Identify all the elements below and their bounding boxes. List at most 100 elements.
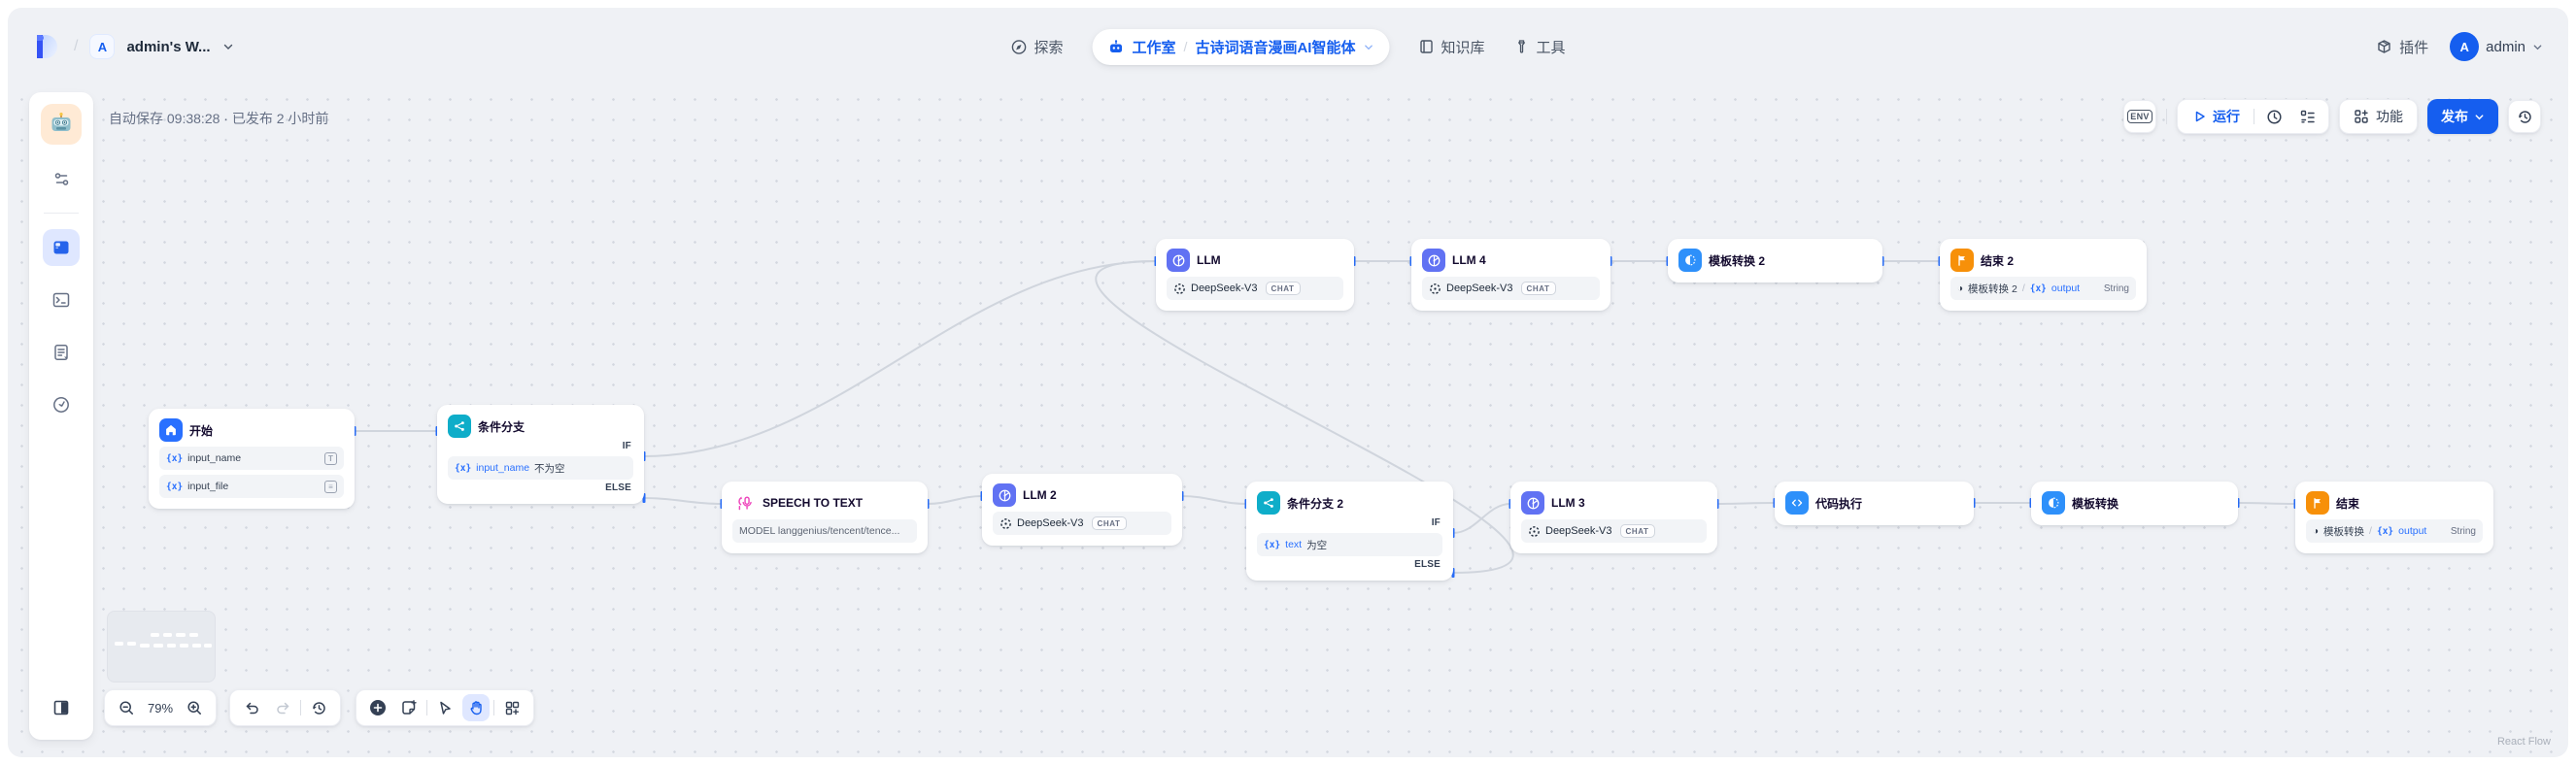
variable-icon: {x}	[2029, 283, 2047, 294]
chevron-down-icon[interactable]	[222, 41, 234, 52]
env-icon: ENV	[2127, 110, 2152, 123]
node-template2[interactable]: 模板转换 2	[1668, 239, 1882, 283]
nav-explore[interactable]: 探索	[1011, 37, 1064, 57]
sidebar-item-terminal[interactable]	[43, 282, 80, 318]
template-icon	[2042, 491, 2065, 515]
nav-studio-active[interactable]: 工作室 / 古诗词语音漫画AI智能体	[1092, 28, 1390, 65]
play-icon	[2195, 111, 2205, 122]
node-title: 模板转换	[2072, 496, 2119, 511]
workspace-avatar[interactable]: A	[89, 34, 116, 59]
zoom-in-button[interactable]	[181, 694, 208, 721]
condition-variable: input_name	[476, 462, 530, 474]
undo-button[interactable]	[238, 694, 265, 721]
checklist-icon	[2300, 110, 2315, 122]
zoom-level[interactable]: 79%	[148, 700, 174, 715]
sidebar-collapse-button[interactable]	[43, 689, 80, 726]
output-variable: output	[2051, 283, 2081, 294]
node-template[interactable]: 模板转换	[2031, 482, 2238, 525]
app-frame: / A admin's W... 探索 工作室 / 古诗词语音漫画AI	[8, 8, 2568, 757]
llm-icon	[1422, 249, 1445, 272]
output-type: String	[2103, 283, 2129, 294]
user-menu[interactable]: A admin	[2450, 32, 2543, 61]
node-title: 代码执行	[1815, 496, 1863, 511]
chevron-down-icon[interactable]	[1363, 42, 1373, 52]
user-avatar: A	[2450, 32, 2480, 61]
react-flow-attribution[interactable]: React Flow	[2496, 736, 2551, 748]
llm-icon	[1167, 249, 1190, 272]
run-button[interactable]: 运行	[2186, 107, 2248, 126]
organize-icon	[505, 701, 519, 715]
model-name: DeepSeek-V3	[1017, 517, 1084, 529]
model-name: DeepSeek-V3	[1446, 283, 1513, 294]
sidebar-item-orchestrate[interactable]	[43, 229, 80, 266]
node-code[interactable]: 代码执行	[1775, 482, 1974, 525]
organize-button[interactable]	[498, 694, 525, 721]
add-node-button[interactable]	[364, 694, 391, 721]
chevron-down-icon	[2533, 44, 2542, 50]
history-controls	[229, 689, 341, 726]
deepseek-icon	[1429, 283, 1441, 295]
workspace-name[interactable]: admin's W...	[126, 38, 211, 55]
checklist-button[interactable]	[2293, 103, 2321, 130]
undo-icon	[246, 702, 258, 714]
features-grid-icon	[2355, 110, 2368, 123]
version-history-button[interactable]	[2508, 100, 2541, 133]
nav-knowledge[interactable]: 知识库	[1418, 37, 1484, 57]
sidebar-item-preferences[interactable]	[43, 160, 80, 197]
variable-icon: {x}	[2376, 525, 2394, 537]
plugins-button[interactable]: 插件	[2376, 37, 2428, 57]
app-avatar[interactable]	[41, 104, 82, 145]
hand-mode-button[interactable]	[462, 694, 490, 721]
model-mode-badge: CHAT	[1619, 524, 1655, 538]
sidebar-item-monitoring[interactable]	[43, 386, 80, 423]
add-note-icon	[402, 700, 417, 715]
redo-button[interactable]	[269, 694, 296, 721]
condition-operator: 为空	[1306, 539, 1328, 551]
zoom-out-button[interactable]	[113, 694, 140, 721]
features-button[interactable]: 功能	[2339, 99, 2418, 134]
canvas-tools	[356, 689, 534, 726]
output-variable: output	[2398, 525, 2427, 537]
llm-icon	[1521, 491, 1544, 515]
workflow-canvas[interactable]	[8, 85, 2568, 757]
env-button[interactable]: ENV	[2123, 100, 2156, 133]
deepseek-icon	[1000, 517, 1012, 530]
variable-icon: {x}	[1264, 539, 1281, 550]
dify-logo[interactable]	[33, 32, 62, 61]
zoom-in-icon	[186, 700, 201, 715]
add-note-button[interactable]	[395, 694, 423, 721]
node-title: 条件分支	[478, 419, 525, 434]
history-icon	[2518, 110, 2531, 123]
main-nav: 探索 工作室 / 古诗词语音漫画AI智能体 知识库	[1011, 28, 1565, 65]
actions-divider	[2166, 109, 2167, 124]
change-history-button[interactable]	[305, 694, 332, 721]
minimap[interactable]	[107, 611, 216, 682]
output-type: String	[2450, 525, 2476, 537]
template-icon	[1678, 249, 1702, 272]
model-row: DeepSeek-V3 CHAT	[993, 512, 1171, 535]
sidebar-item-logs[interactable]	[43, 334, 80, 371]
run-history-button[interactable]	[2260, 103, 2288, 130]
model-mode-badge: CHAT	[1091, 516, 1127, 530]
pointer-mode-button[interactable]	[431, 694, 458, 721]
nav-tools[interactable]: 工具	[1513, 37, 1565, 57]
condition-operator: 不为空	[534, 462, 565, 475]
deepseek-icon	[1173, 283, 1186, 295]
panel-toggle-icon	[53, 700, 69, 715]
pointer-icon	[439, 701, 451, 715]
node-title: 模板转换 2	[1709, 253, 1766, 268]
node-title: 结束 2	[1981, 253, 2015, 268]
publish-button[interactable]: 发布	[2427, 99, 2498, 134]
